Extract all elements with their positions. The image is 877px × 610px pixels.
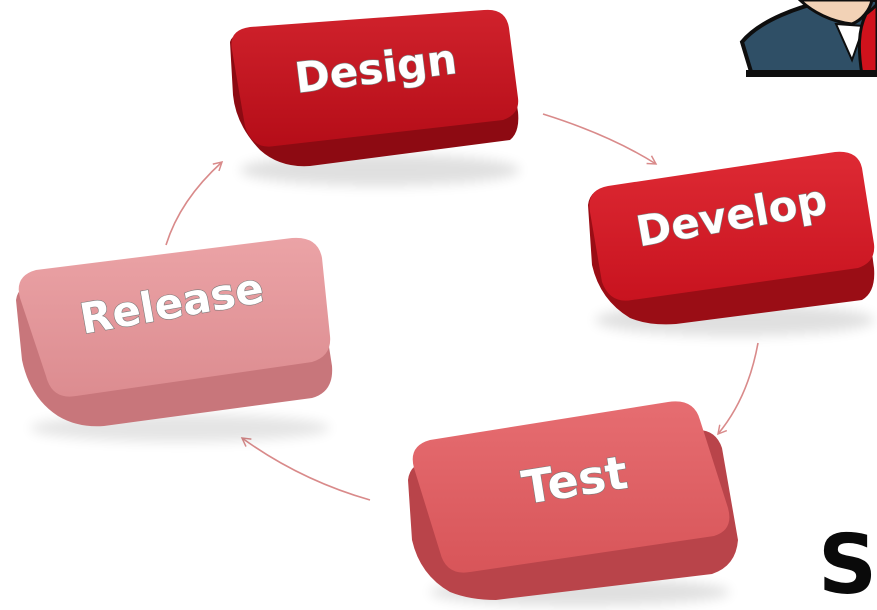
cycle-arrows <box>165 113 759 501</box>
develop-key-face <box>589 151 875 301</box>
step-develop-key: Develop <box>588 151 875 336</box>
release-key-face <box>18 237 331 397</box>
arrow-develop-to-test <box>717 342 759 436</box>
step-release-key: Release <box>16 237 333 442</box>
corner-logo-letter: S <box>818 522 877 610</box>
arrow-test-to-release <box>240 437 371 501</box>
arrow-design-to-develop <box>542 113 658 165</box>
design-key-face <box>231 9 519 147</box>
step-design-key: Design <box>230 9 520 186</box>
step-test-key: Test <box>408 401 738 606</box>
corner-letter-text: S <box>818 522 877 610</box>
test-key-face <box>412 401 730 573</box>
arrow-release-to-design <box>165 160 224 246</box>
person-illustration <box>739 0 877 77</box>
